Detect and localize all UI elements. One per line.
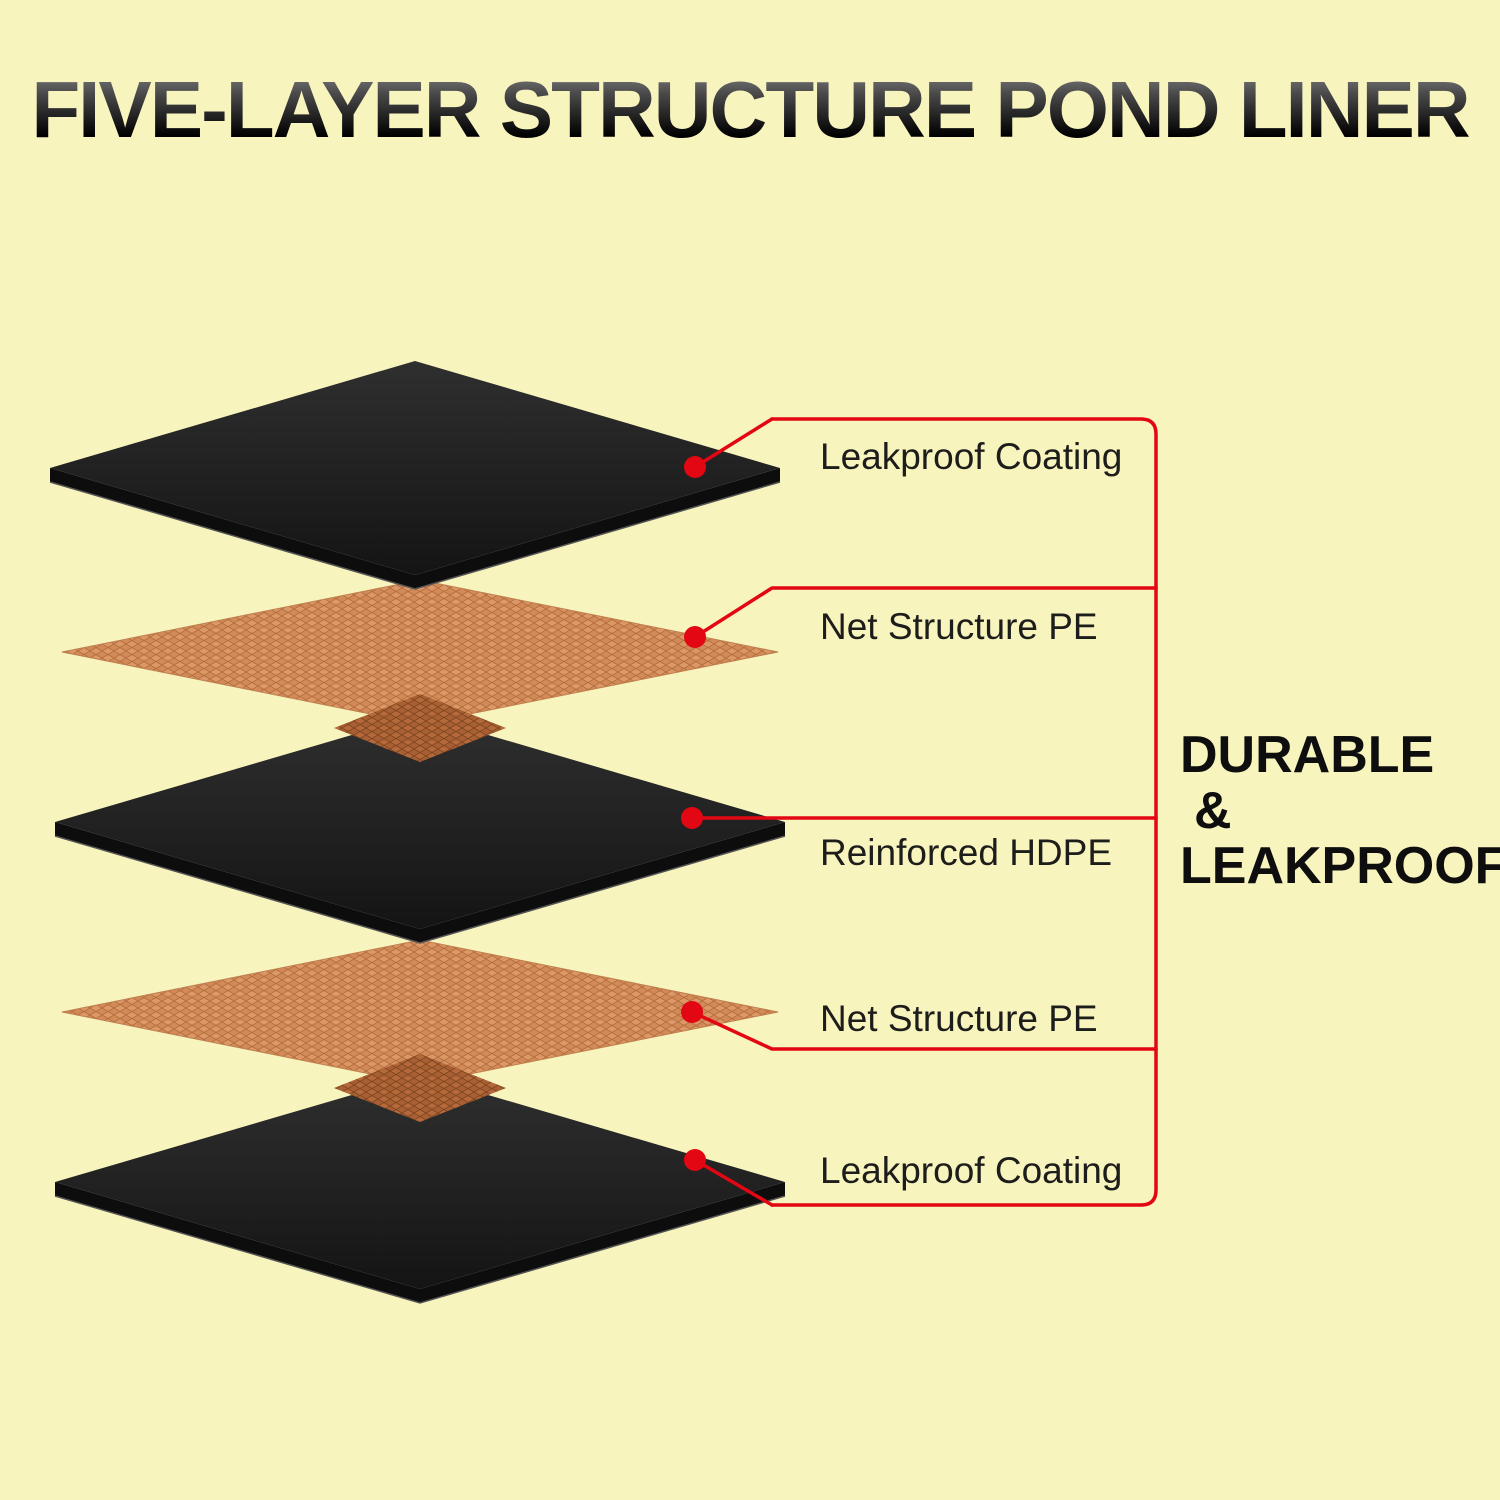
callout-dots [681,456,706,1171]
layer-5-leakproof-coating [54,1075,786,1304]
layer-label-1: Leakproof Coating [820,436,1123,477]
callout-dot-2 [684,626,706,648]
layer-2-net-structure-pe [61,579,779,762]
callout-line-2 [693,586,1158,639]
layer-2-mesh-face [61,579,779,725]
page-title: FIVE-LAYER STRUCTURE POND LINER [0,64,1500,156]
layer-5-bottom-rim [54,1195,786,1304]
layer-label-4: Net Structure PE [820,998,1098,1039]
callout-dot-3 [681,807,703,829]
layer-3-bottom-rim [54,835,786,944]
callout-lines [690,417,1158,1207]
layer-label-3: Reinforced HDPE [820,832,1113,873]
callout-dot-1 [684,456,706,478]
callout-line-1 [693,417,774,469]
callout-bracket [770,417,1158,1207]
layer-4-mesh-face [61,939,779,1085]
callout-dot-4 [681,1001,703,1023]
layer-3-top-face [55,715,785,929]
durable-leakproof-note: DURABLE & LEAKPROOF [1180,726,1500,896]
note-line-leakproof: LEAKPROOF [1180,837,1500,896]
layer-2-mesh-shadow-patch [334,694,506,762]
callout-dot-5 [684,1149,706,1171]
callout-line-4 [690,1010,1158,1051]
layer-label-2: Net Structure PE [820,606,1098,647]
layer-5-top-face [55,1075,785,1289]
layer-3-reinforced-hdpe [54,715,786,944]
layer-1-leakproof-coating [49,361,781,590]
layer-4-net-structure-pe [61,939,779,1122]
layer-label-5: Leakproof Coating [820,1150,1123,1191]
layer-1-top-face [50,361,780,575]
note-line-durable: DURABLE [1180,726,1435,784]
note-line-ampersand: & [1194,781,1232,840]
callout-line-5 [693,1158,774,1207]
layer-4-mesh-shadow-patch [334,1054,506,1122]
layer-1-bottom-rim [49,481,781,590]
